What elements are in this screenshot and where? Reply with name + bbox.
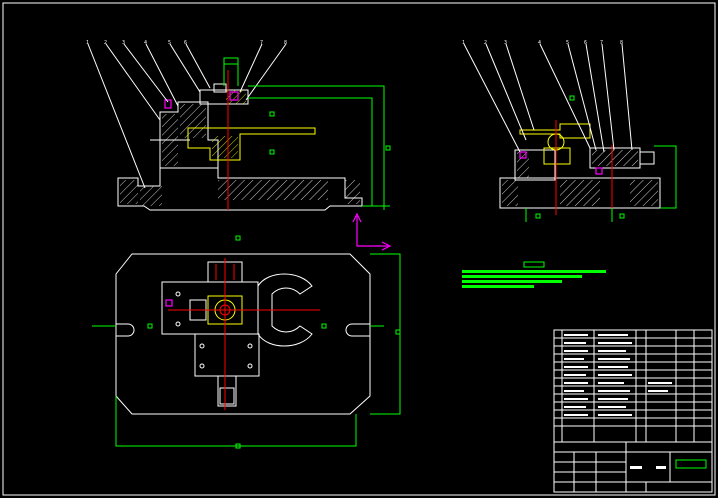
svg-text:4: 4	[538, 40, 541, 46]
svg-text:8: 8	[284, 40, 287, 46]
side-section-view: 1 2 3 4 5 6 7 8	[462, 40, 677, 222]
svg-text:6: 6	[184, 40, 187, 46]
svg-text:5: 5	[168, 40, 171, 46]
svg-text:7: 7	[260, 40, 263, 46]
technical-notes-block	[462, 261, 606, 288]
svg-text:4: 4	[144, 40, 147, 46]
svg-text:2: 2	[484, 40, 487, 46]
svg-text:7: 7	[600, 40, 603, 46]
svg-text:6: 6	[584, 40, 587, 46]
parts-list-table	[553, 329, 713, 443]
svg-text:3: 3	[504, 40, 507, 46]
svg-text:2: 2	[104, 40, 107, 46]
top-view	[92, 235, 401, 449]
ucs-axis-icon	[352, 212, 392, 251]
svg-text:1: 1	[86, 40, 89, 46]
svg-text:5: 5	[566, 40, 569, 46]
front-section-view: 1 2 3 4 5 6 7 8	[86, 40, 391, 211]
title-block	[553, 441, 713, 493]
svg-text:1: 1	[462, 40, 465, 46]
svg-text:3: 3	[122, 40, 125, 46]
svg-text:8: 8	[620, 40, 623, 46]
